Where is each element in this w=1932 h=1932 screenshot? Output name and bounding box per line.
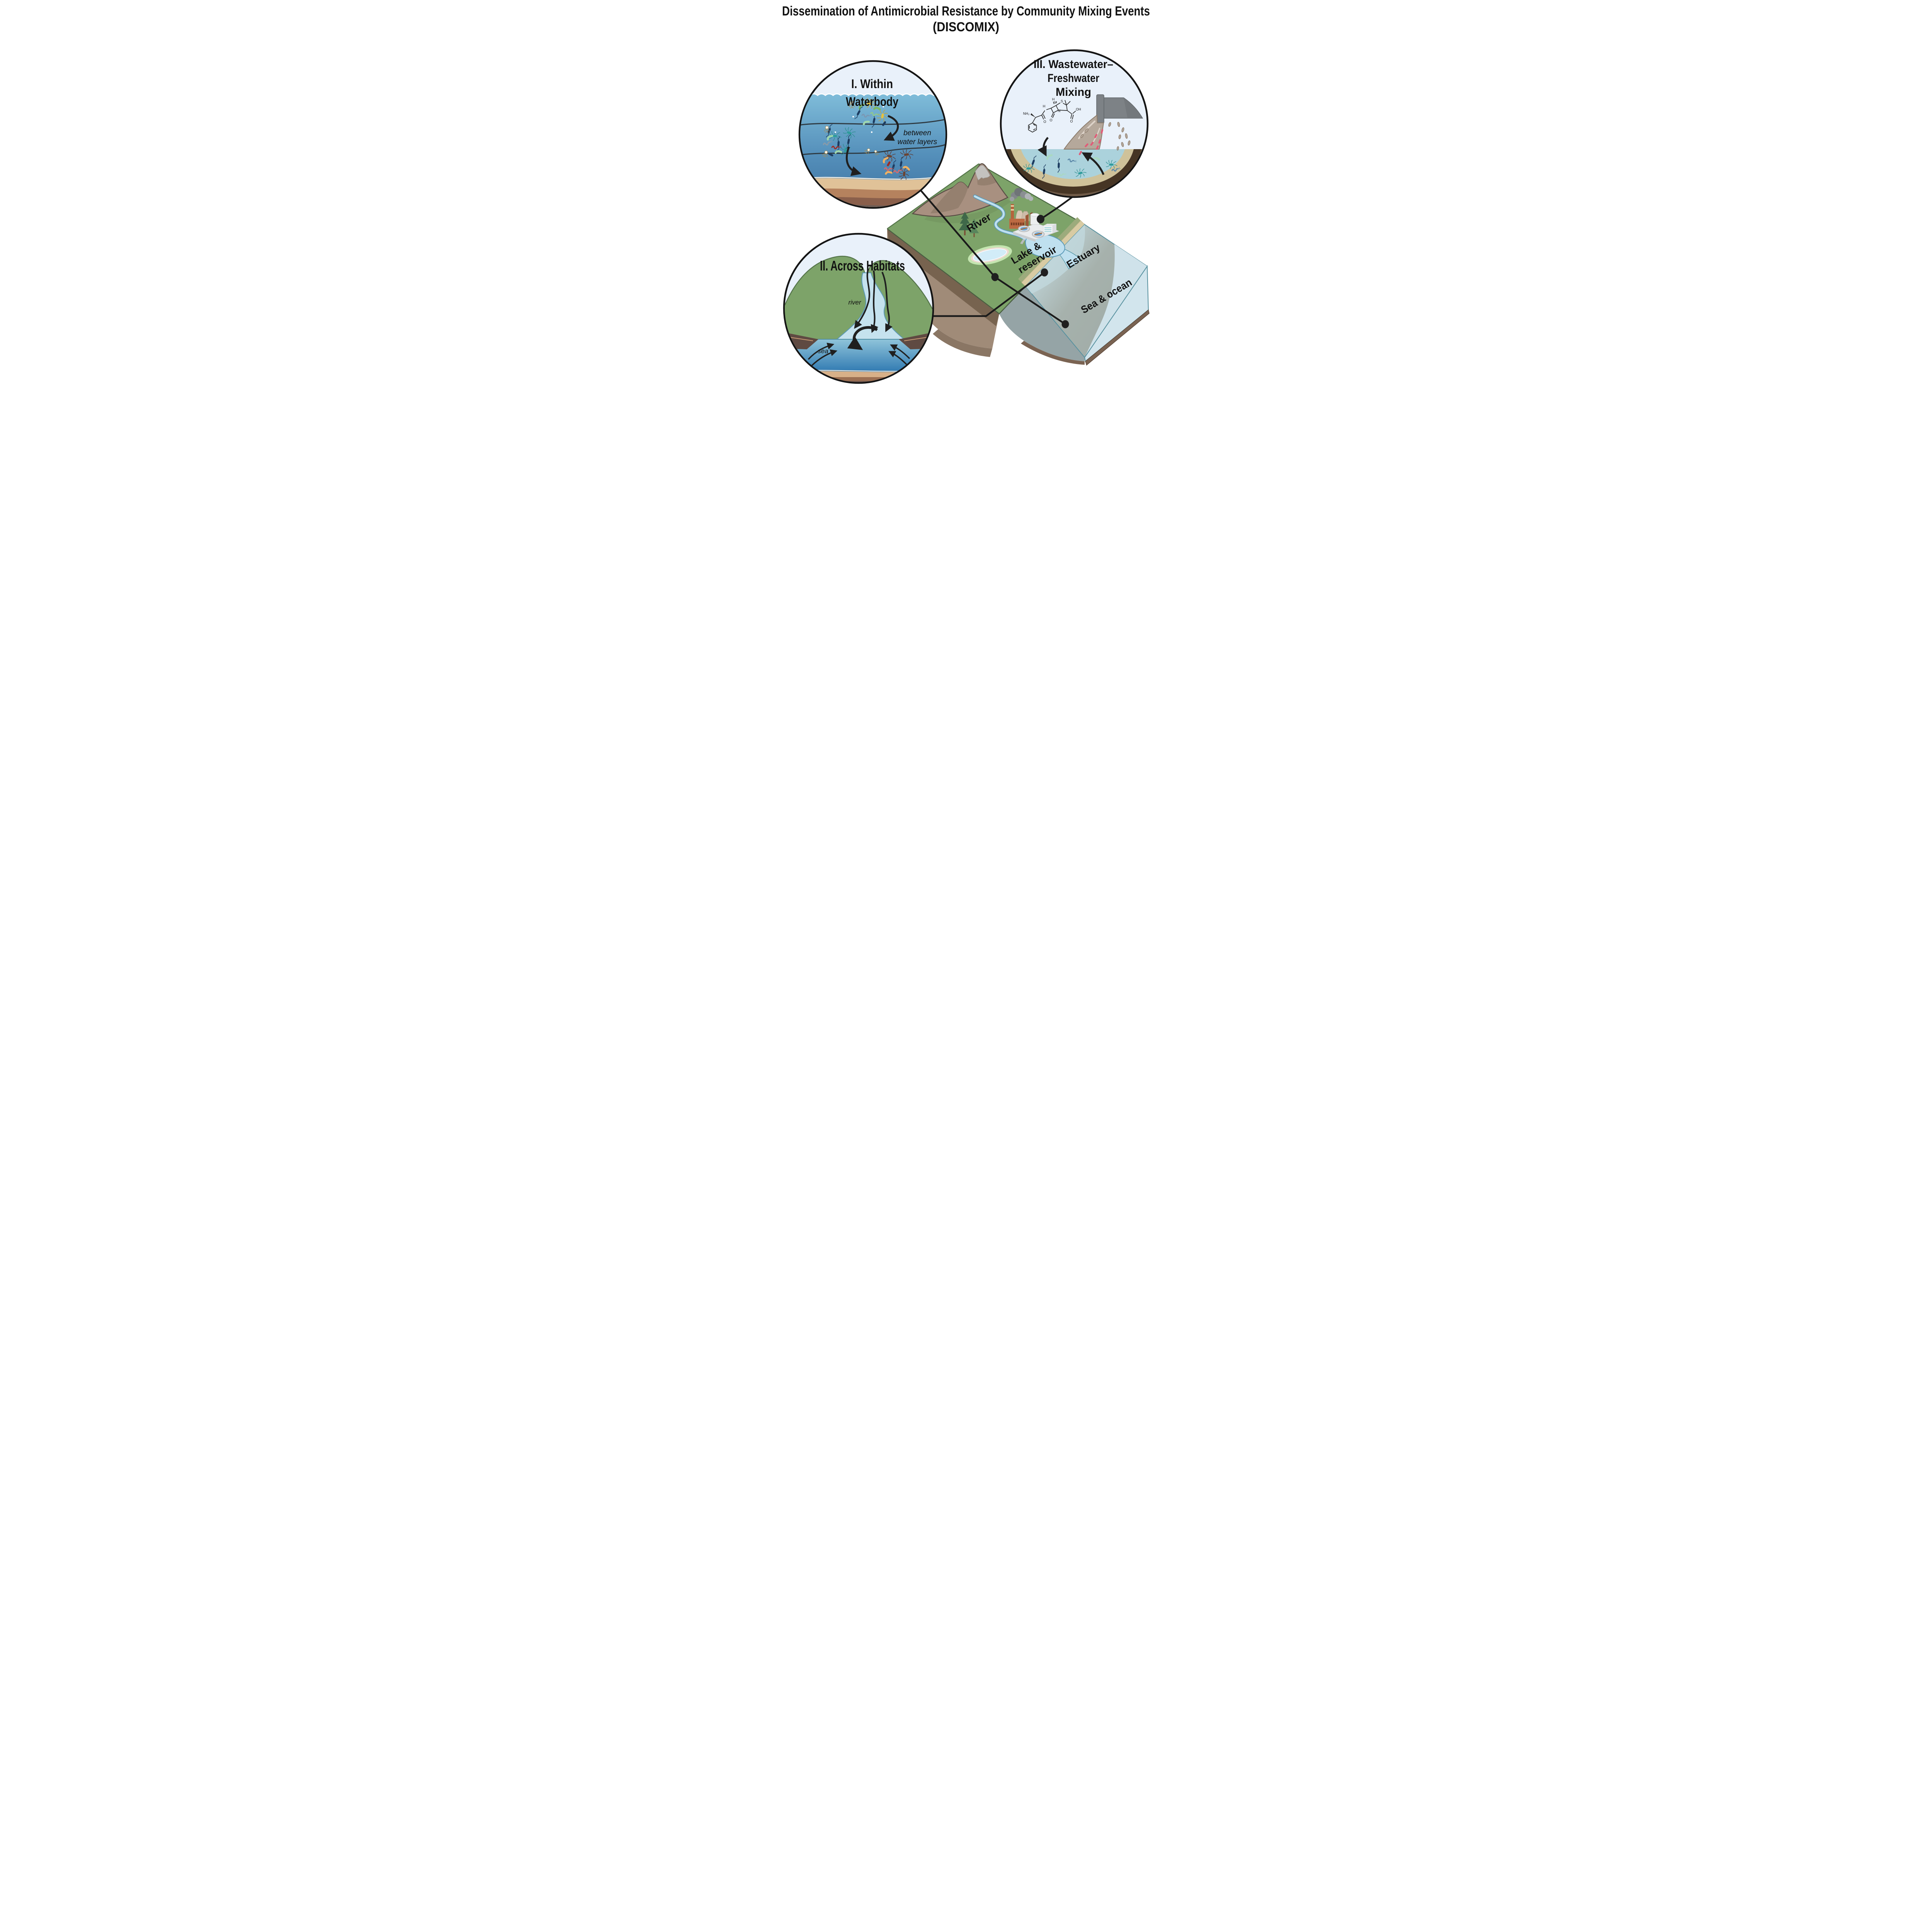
connector-across-habitats (933, 272, 1045, 317)
dot-lake (991, 273, 999, 281)
cliff-top-strip (887, 229, 999, 326)
mol-label-s: S (1061, 99, 1063, 103)
inset2-sediment-dark (785, 381, 932, 382)
cliff-right-streak (904, 337, 930, 341)
dot-sea (1061, 320, 1069, 328)
inset3-title-line3: Mixing (1056, 86, 1091, 99)
discharge-pipe (1096, 94, 1143, 124)
river-flow-arrow (881, 272, 893, 332)
clarifier-tank (1018, 225, 1030, 232)
storage-tank-top (1030, 213, 1039, 217)
land-edge-ne (978, 163, 1085, 225)
wastewater-plant (1009, 188, 1060, 244)
mixing-arrow-upper (883, 115, 899, 141)
mol-label-o-lactam: O (1049, 118, 1052, 122)
pipe-shading (1124, 98, 1143, 118)
mol-label-h-top: H (1052, 97, 1055, 101)
smokestack-band (1011, 205, 1014, 207)
arrow-out-of-water (1082, 152, 1105, 175)
sea-arrow-left (808, 342, 835, 360)
factory-wall (1026, 214, 1029, 227)
wedge-bond (1031, 113, 1036, 117)
mol-label-o-acid: O (1070, 119, 1073, 123)
land-edge-nw (887, 163, 979, 230)
mol-label-nh2: NH₂ (1023, 112, 1030, 116)
antibiotic-molecule: NH₂ H O O N H S O OH (1023, 97, 1081, 133)
clarifier-tank (1032, 231, 1045, 238)
inset2-river-label: river (848, 299, 861, 306)
mountain (912, 163, 1009, 217)
stream-droplets (1080, 122, 1131, 151)
mol-label-o-amide: O (1043, 120, 1046, 124)
eddy-arrow (847, 326, 878, 350)
flow-arrows (808, 269, 910, 366)
mountain-shade-left (930, 182, 968, 213)
sea-arrow-left (811, 349, 838, 366)
mixing-arrow-lower (845, 146, 862, 176)
water-layer-lines (800, 118, 946, 156)
mol-label-h-amide: H (1043, 104, 1046, 108)
inset1-note-line1: between (903, 129, 931, 137)
inset1-wave-crest (800, 93, 946, 96)
arrow-into-water (1037, 137, 1049, 156)
dot-estuary (1041, 268, 1048, 277)
factory-windows (1011, 223, 1024, 225)
connectors (920, 190, 1073, 328)
inset3-title-line1: III. Wastewater– (1034, 58, 1113, 71)
river-flow-arrow (854, 269, 870, 329)
figure: Dissemination of Antimicrobial Resistanc… (773, 0, 1159, 386)
glass-sediment-strip (1085, 309, 1150, 366)
inset1-note-line2: water layers (898, 138, 937, 146)
title: Dissemination of Antimicrobial Resistanc… (782, 4, 1150, 34)
sea-arrow-right (890, 344, 910, 359)
hill-ridge-left (785, 256, 866, 306)
inset1-title-line1: I. Within (851, 77, 893, 91)
cliff-shadow (933, 329, 992, 357)
inset-wastewater-mixing: NH₂ H O O N H S O OH III. Wastewater– Fr… (1000, 49, 1149, 198)
pond-water (973, 248, 1007, 262)
pipe-flange (1096, 94, 1104, 124)
discomix-diagram: Dissemination of Antimicrobial Resistanc… (782, 4, 1150, 384)
sea-deep-pale (1085, 244, 1147, 357)
under-sea-sediment (1021, 341, 1085, 365)
particles (835, 106, 884, 133)
inset2-sediment-mid (785, 377, 932, 381)
layer-line-upper (800, 118, 946, 126)
smokestack-band (1011, 209, 1014, 211)
smoke-clouds (1010, 188, 1033, 201)
hill-ridge-right (866, 260, 932, 310)
inset-within-waterbody: between water layers I. Within Waterbody (798, 60, 947, 209)
mol-label-n: N (1058, 109, 1061, 113)
hills (785, 256, 932, 340)
smokestack (1011, 204, 1014, 220)
inset2-sea-label: sea (818, 347, 828, 355)
plant-platform-edge (1013, 232, 1036, 242)
inset2-title: II. Across Habitats (820, 258, 905, 274)
mountain-snow-cap (975, 165, 990, 180)
land-edge-front (887, 228, 1026, 315)
title-line2: (DISCOMIX) (933, 20, 999, 34)
inset1-title-line2: Waterbody (846, 95, 898, 109)
under-sea-face (999, 286, 1085, 361)
river-flow-arrow (871, 270, 879, 333)
dot-plant (1037, 215, 1044, 223)
outfall-chute (1020, 239, 1025, 244)
inset3-title-line2: Freshwater (1048, 72, 1099, 85)
layer-line-lower (800, 143, 946, 156)
mol-label-oh: OH (1076, 107, 1081, 111)
landscape: River Lake & reservoir Estuary Sea & oce… (887, 163, 1150, 366)
sea-arrow-right (888, 351, 908, 366)
inset-across-habitats: river sea II. Across Habitats (783, 233, 934, 384)
office-building (1043, 224, 1056, 234)
title-line1: Dissemination of Antimicrobial Resistanc… (782, 4, 1150, 19)
